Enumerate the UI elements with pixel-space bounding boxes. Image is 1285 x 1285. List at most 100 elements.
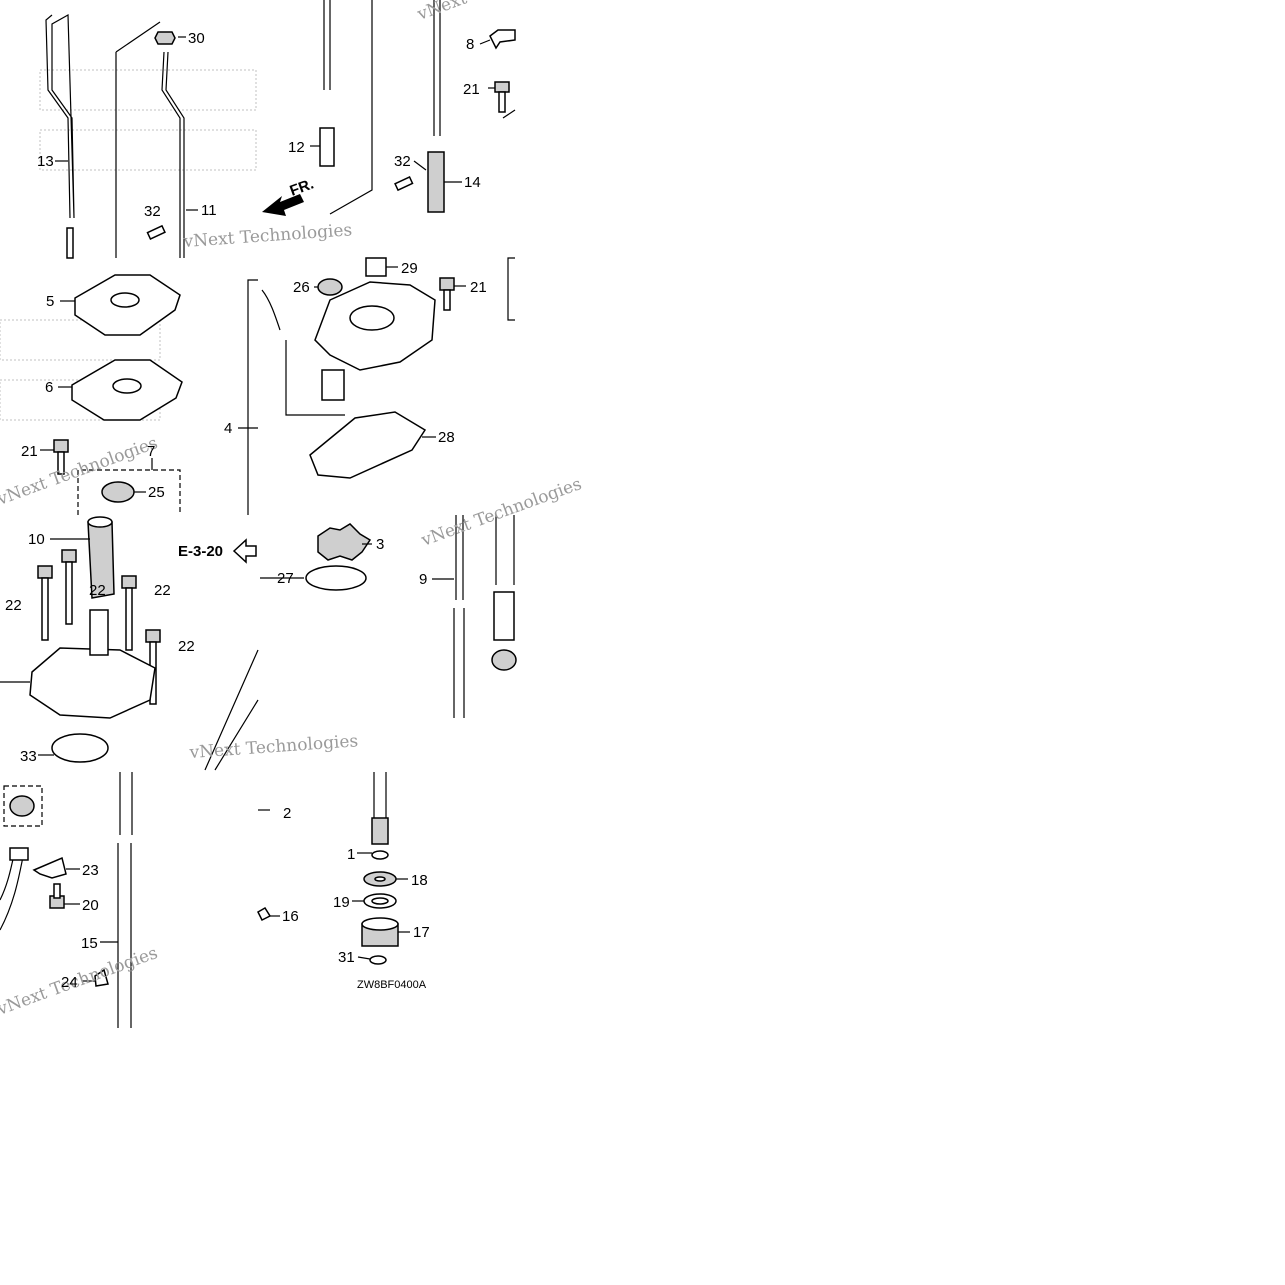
part-9-grommet (491, 649, 517, 671)
callout-9: 9 (419, 571, 427, 588)
part-grommet-dashed-box (3, 785, 43, 827)
callout-6: 6 (45, 379, 53, 396)
callout-5: 5 (46, 293, 54, 310)
part-24-clip (94, 968, 109, 987)
watermark-text: vNext Technologies (182, 220, 353, 252)
callout-30: 30 (188, 30, 205, 47)
front-direction-arrow (262, 194, 304, 216)
callout-24: 24 (61, 974, 78, 991)
callout-20: 20 (82, 897, 99, 914)
callout-7: 7 (147, 443, 155, 460)
part-9-shaft (453, 515, 465, 718)
callout-22: 22 (5, 597, 22, 614)
callout-33: 33 (20, 748, 37, 765)
callout-10: 10 (28, 531, 45, 548)
front-direction-label: FR. (288, 176, 317, 200)
tile-lower-left (0, 772, 133, 1028)
part-29-grommet (365, 257, 387, 277)
part-21-bolt-c-head (439, 277, 455, 291)
part-3-impeller (317, 523, 372, 561)
callout-23: 23 (82, 862, 99, 879)
callout-16: 16 (282, 908, 299, 925)
part-25-seal (101, 481, 135, 503)
part-17-gear-top (361, 917, 399, 931)
callout-25: 25 (148, 484, 165, 501)
tile-top-mid (262, 0, 516, 216)
pump-case (29, 647, 156, 719)
part-1-clip (371, 850, 389, 860)
hose (0, 851, 25, 931)
callout-26: 26 (293, 279, 310, 296)
part-12-stud (323, 0, 331, 90)
part-27-oring (305, 565, 367, 591)
part-7-kit-box (77, 469, 181, 515)
callout-1: 1 (347, 846, 355, 863)
reference-arrow (232, 538, 257, 564)
part-8-bracket (489, 29, 516, 50)
callout-8: 8 (466, 36, 474, 53)
callout-labels: 30 13 12 11 32 8 21 32 14 5 6 21 7 25 29… (5, 30, 487, 991)
callout-28: 28 (438, 429, 455, 446)
part-6-hole (112, 378, 142, 394)
tile-lower-mid (257, 772, 410, 965)
callout-21: 21 (463, 81, 480, 98)
callout-32: 32 (144, 203, 161, 220)
watermark-text: vNext Technologies (0, 943, 160, 1020)
callout-29: 29 (401, 260, 418, 277)
callout-19: 19 (333, 894, 350, 911)
tile-mid-left (0, 274, 183, 515)
part-32-pin (146, 224, 166, 241)
callout-17: 17 (413, 924, 430, 941)
drive-shaft-end (373, 772, 387, 820)
part-30-nut (154, 31, 176, 45)
part-12-sleeve (319, 127, 335, 167)
callout-22: 22 (89, 582, 106, 599)
part-28-gasket (309, 411, 427, 479)
part-13-rod-lower (66, 227, 74, 259)
part-16-clip (257, 906, 272, 922)
part-21-bolt-b-head (53, 439, 69, 453)
part-4-housing-port (349, 305, 395, 331)
tile-bottom-center (204, 515, 517, 771)
part-20-bolt-shank (53, 883, 61, 899)
part-21-bolt-c-shank (443, 289, 451, 311)
part-9-shaft-b (495, 515, 515, 585)
watermark-text: vNext Technologies (188, 731, 359, 763)
bracket-line (115, 21, 161, 258)
callout-13: 13 (37, 153, 54, 170)
part-5-hole (110, 292, 140, 308)
pump-case-tube (89, 609, 109, 656)
part-23-plate (32, 856, 67, 879)
callout-27: 27 (277, 570, 294, 587)
part-26-seal (317, 278, 343, 296)
tile-bottom-left (0, 516, 161, 763)
part-19-washer-hole (371, 897, 389, 905)
part-32-pin-b (394, 175, 414, 192)
drive-shaft-spline (371, 817, 389, 845)
part-9-sleeve (493, 591, 515, 641)
watermark-text: vNext Technologies (418, 474, 584, 551)
part-15-shaft (117, 772, 133, 1028)
diagram-code: ZW8BF0400A (357, 979, 427, 991)
hose-fitting (9, 847, 29, 861)
part-13-rod (45, 13, 75, 219)
callout-21: 21 (470, 279, 487, 296)
watermark-text: vNext Technologies (414, 0, 580, 25)
callout-4: 4 (224, 420, 232, 437)
callout-22: 22 (154, 582, 171, 599)
part-21-bolt-shank (498, 91, 506, 113)
callout-21: 21 (21, 443, 38, 460)
part-21-bolt-head (494, 81, 510, 93)
part-grommet (9, 795, 35, 817)
callout-18: 18 (411, 872, 428, 889)
callout-32: 32 (394, 153, 411, 170)
part-4-housing-neck (321, 369, 345, 401)
callout-11: 11 (201, 202, 217, 219)
callout-22: 22 (178, 638, 195, 655)
part-11-rod (161, 51, 185, 258)
callout-14: 14 (464, 174, 481, 191)
callout-31: 31 (338, 949, 355, 966)
part-14-rod (433, 0, 441, 136)
callout-2: 2 (283, 805, 291, 822)
